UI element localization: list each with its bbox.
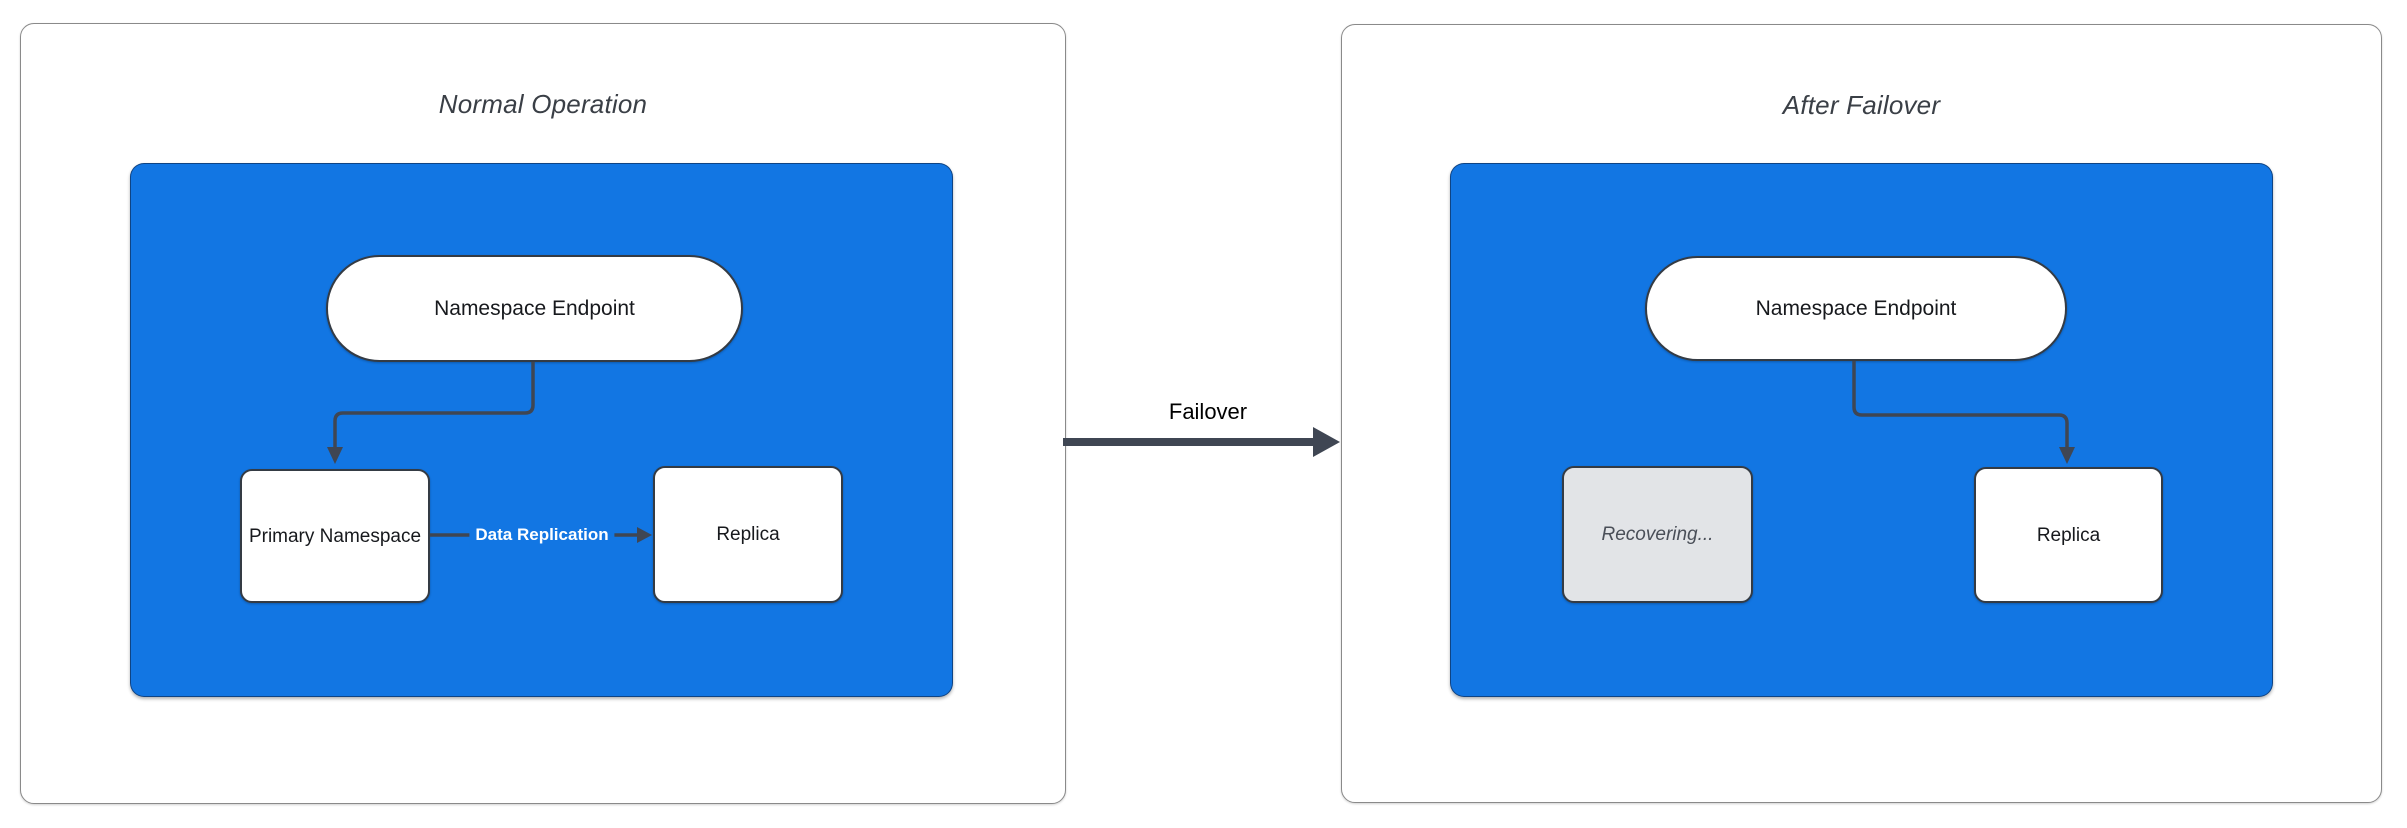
replica-node-left: Replica <box>653 466 843 603</box>
replica-label-left: Replica <box>716 524 780 545</box>
namespace-endpoint-label-right: Namespace Endpoint <box>1755 296 1957 320</box>
replica-node-right: Replica <box>1974 467 2163 603</box>
namespace-endpoint-label-left: Namespace Endpoint <box>434 296 635 320</box>
data-replication-label: Data Replication <box>469 522 615 548</box>
recovering-label: Recovering... <box>1601 524 1714 545</box>
after-failover-title: After Failover <box>1782 90 1941 120</box>
normal-namespace-container <box>130 163 953 697</box>
failover-arrowhead <box>1313 427 1340 457</box>
failover-namespace-container <box>1450 163 2273 697</box>
recovering-node: Recovering... <box>1562 466 1753 603</box>
failover-label: Failover <box>1164 398 1252 426</box>
primary-namespace-node: Primary Namespace <box>240 469 430 603</box>
namespace-endpoint-node-left: Namespace Endpoint <box>326 255 743 362</box>
namespace-endpoint-node-right: Namespace Endpoint <box>1645 256 2067 361</box>
normal-operation-title: Normal Operation <box>438 89 648 119</box>
primary-namespace-label: Primary Namespace <box>248 525 422 547</box>
replica-label-right: Replica <box>2036 524 2101 546</box>
